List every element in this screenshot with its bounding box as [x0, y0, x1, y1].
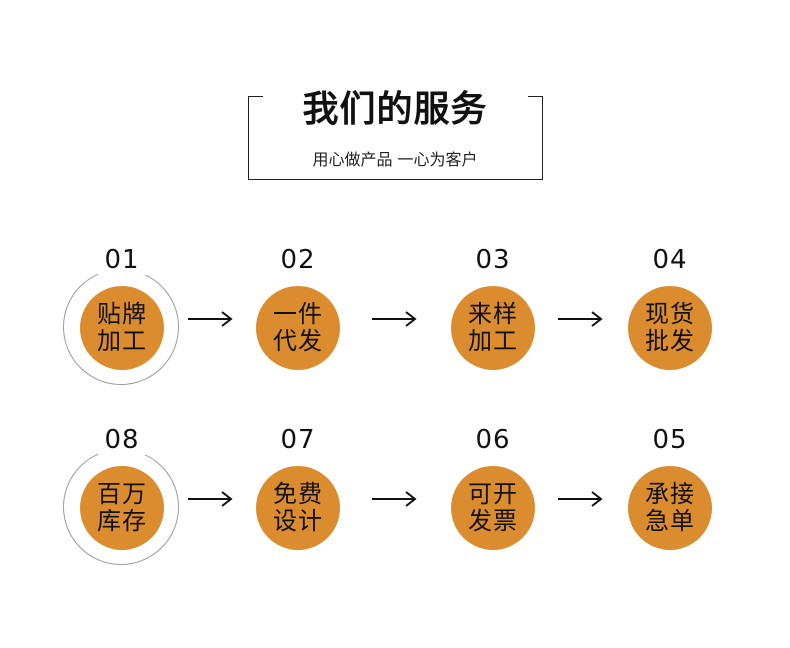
step-label-line1: 现货 [645, 300, 695, 328]
step-badge: 贴牌 加工 [80, 286, 164, 370]
step-label-line2: 急单 [645, 507, 695, 535]
service-step-05: 05 承接 急单 [610, 425, 730, 575]
step-number: 04 [610, 245, 730, 275]
step-label-line2: 设计 [273, 507, 323, 535]
step-label-line1: 可开 [468, 480, 518, 508]
step-label-line2: 加工 [97, 327, 147, 355]
service-step-04: 04 现货 批发 [610, 245, 730, 395]
step-label-line2: 代发 [273, 327, 323, 355]
arrow-right-icon [558, 491, 603, 507]
service-step-02: 02 一件 代发 [238, 245, 358, 395]
step-badge: 来样 加工 [451, 286, 535, 370]
step-number: 08 [62, 425, 182, 455]
step-label-line1: 百万 [97, 480, 147, 508]
step-label-line2: 批发 [645, 327, 695, 355]
step-label-line1: 一件 [273, 300, 323, 328]
service-step-03: 03 来样 加工 [433, 245, 553, 395]
step-label-line1: 免费 [273, 480, 323, 508]
arrow-right-icon [558, 311, 603, 327]
step-number: 03 [433, 245, 553, 275]
step-label-line1: 贴牌 [97, 300, 147, 328]
arrow-right-icon [372, 491, 417, 507]
step-label-line2: 发票 [468, 507, 518, 535]
arrow-right-icon [188, 311, 233, 327]
step-label-line2: 库存 [97, 507, 147, 535]
step-number: 07 [238, 425, 358, 455]
service-step-08: 08 百万 库存 [62, 425, 182, 575]
step-badge: 现货 批发 [628, 286, 712, 370]
step-badge: 承接 急单 [628, 466, 712, 550]
step-number: 02 [238, 245, 358, 275]
title-frame-gap [263, 95, 528, 99]
step-badge: 免费 设计 [256, 466, 340, 550]
service-step-06: 06 可开 发票 [433, 425, 553, 575]
arrow-right-icon [372, 311, 417, 327]
step-label-line1: 承接 [645, 480, 695, 508]
step-number: 06 [433, 425, 553, 455]
step-label-line2: 加工 [468, 327, 518, 355]
service-step-01: 01 贴牌 加工 [62, 245, 182, 395]
arrow-right-icon [188, 491, 233, 507]
step-number: 01 [62, 245, 182, 275]
step-badge: 百万 库存 [80, 466, 164, 550]
step-badge: 一件 代发 [256, 286, 340, 370]
page-title: 我们的服务 [302, 89, 488, 130]
service-step-07: 07 免费 设计 [238, 425, 358, 575]
page-subtitle: 用心做产品 一心为客户 [312, 150, 478, 169]
step-badge: 可开 发票 [451, 466, 535, 550]
step-label-line1: 来样 [468, 300, 518, 328]
title-frame [248, 95, 543, 180]
step-number: 05 [610, 425, 730, 455]
